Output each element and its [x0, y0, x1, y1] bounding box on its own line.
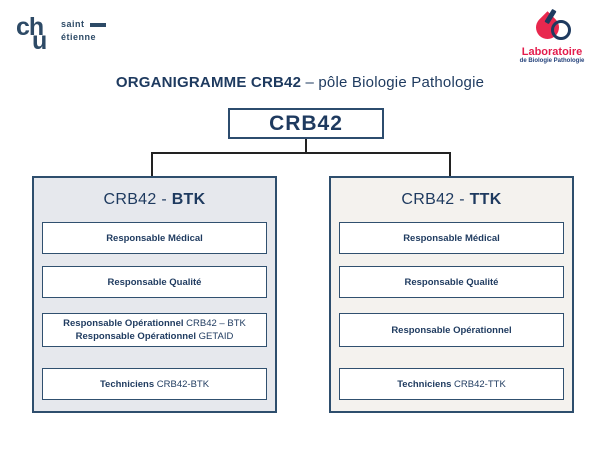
org-node-btk-responsables-operationnels: Responsable Opérationnel CRB42 – BTK Res…	[42, 313, 267, 347]
panel-ttk-title-prefix: CRB42 -	[401, 191, 470, 208]
panel-btk-title-prefix: CRB42 -	[103, 191, 172, 208]
panel-crb42-ttk: CRB42 - TTK Responsable Médical Responsa…	[329, 176, 574, 413]
node-label: Responsable Qualité	[107, 276, 202, 288]
chu-logo-etienne: étienne	[61, 32, 97, 42]
org-node-ttk-responsable-operationnel: Responsable Opérationnel	[339, 313, 564, 347]
node-label-regular: CRB42-BTK	[154, 378, 210, 390]
node-label: Responsable Qualité	[404, 276, 499, 288]
page-title: ORGANIGRAMME CRB42 – pôle Biologie Patho…	[0, 74, 600, 91]
connector-right-drop	[449, 154, 451, 176]
panel-ttk-title: CRB42 - TTK	[331, 191, 572, 209]
node-label-regular: CRB42 – BTK	[183, 318, 246, 329]
node-label-bold: Techniciens	[99, 378, 155, 390]
org-node-btk-techniciens: Techniciens CRB42-BTK	[42, 368, 267, 400]
node-label-bold: Responsable Opérationnel	[63, 318, 184, 329]
chu-saint-etienne-logo: ch u saint étienne	[16, 13, 116, 57]
org-node-ttk-responsable-qualite: Responsable Qualité	[339, 266, 564, 298]
panel-crb42-btk: CRB42 - BTK Responsable Médical Responsa…	[32, 176, 277, 413]
chu-logo-saint: saint	[61, 19, 85, 29]
node-label: Responsable Opérationnel	[391, 324, 512, 336]
drop-icon	[531, 8, 571, 44]
node-label-bold: Techniciens	[397, 378, 452, 390]
ring-icon	[551, 20, 571, 40]
panel-btk-title-suffix: BTK	[171, 191, 206, 208]
laboratoire-logo-subtitle: de Biologie Pathologie	[519, 58, 585, 65]
laboratoire-logo: Laboratoire de Biologie Pathologie	[514, 8, 590, 65]
connector-left-drop	[151, 154, 153, 176]
laboratoire-logo-title: Laboratoire	[521, 46, 583, 58]
org-node-btk-responsable-qualite: Responsable Qualité	[42, 266, 267, 298]
chu-logo-ch: ch	[16, 13, 44, 41]
org-root-node-crb42: CRB42	[228, 108, 384, 139]
node-label: Responsable Médical	[106, 232, 203, 244]
page-title-bold: ORGANIGRAMME CRB42	[115, 74, 302, 91]
org-root-label: CRB42	[269, 111, 343, 135]
connector-stem	[305, 139, 307, 153]
node-label-bold: Responsable Opérationnel	[75, 331, 197, 342]
org-node-ttk-techniciens: Techniciens CRB42-TTK	[339, 368, 564, 400]
node-label: Responsable Médical	[403, 232, 500, 244]
org-node-ttk-responsable-medical: Responsable Médical	[339, 222, 564, 254]
page-title-regular: – pôle Biologie Pathologie	[301, 74, 485, 91]
chu-logo-u: u	[32, 27, 48, 55]
panel-ttk-title-suffix: TTK	[469, 191, 502, 208]
panel-btk-title: CRB42 - BTK	[34, 191, 275, 209]
node-label-regular: GETAID	[196, 331, 234, 342]
connector-horizontal	[151, 152, 451, 154]
chu-logo-dash	[90, 23, 106, 27]
org-node-btk-responsable-medical: Responsable Médical	[42, 222, 267, 254]
node-label-regular: CRB42-TTK	[451, 378, 506, 390]
